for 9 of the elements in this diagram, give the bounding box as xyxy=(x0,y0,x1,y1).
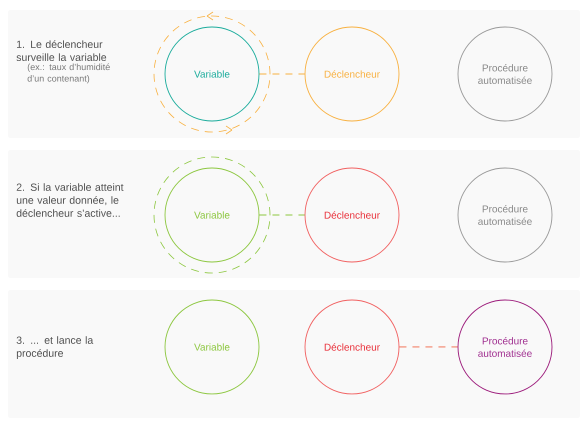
dashed-connector xyxy=(399,346,458,348)
step-text: 1. Le déclencheur surveille la variable xyxy=(16,40,106,62)
step-text: 3. ... et lance la procédure xyxy=(16,336,94,359)
step-panel xyxy=(8,10,580,138)
step-panel xyxy=(8,290,580,418)
step-text: 2. Si la variable atteint une valeur donnée, le déclencheur s’active... xyxy=(16,183,124,217)
step-panel xyxy=(8,150,580,278)
dashed-connector xyxy=(259,214,305,216)
example-note: (ex.: taux d’humidité d’un contenant) xyxy=(28,63,110,84)
